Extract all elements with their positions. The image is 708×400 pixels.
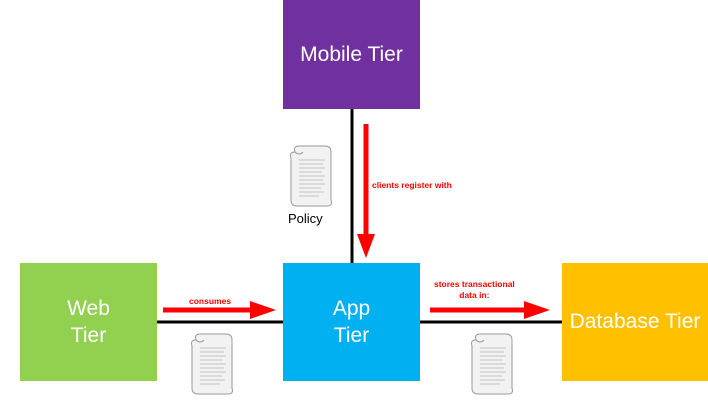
database-tier-label: Database Tier [569,310,701,334]
arrow-stores [430,301,550,319]
web-tier-box: Web Tier [20,263,157,381]
mobile-tier-box: Mobile Tier [283,0,420,109]
web-tier-label-line2: Tier [70,324,107,347]
web-tier-label-line1: Web [67,296,110,320]
policy-scroll-icon [290,145,332,207]
app-tier-box: App Tier [283,263,420,381]
mobile-tier-label: Mobile Tier [300,42,403,66]
database-tier-box: Database Tier [562,263,708,381]
consumes-label: consumes [189,296,232,306]
stores-transactional-label: stores transactional data in: [434,279,515,301]
policy-label: Policy [288,211,323,226]
clients-register-label: clients register with [372,180,452,190]
app-tier-label-line1: App [332,296,371,320]
stores-label-line1: stores transactional [434,279,515,289]
arrow-clients-register [357,124,375,258]
stores-label-line2: data in: [459,290,490,301]
policy-scroll-icon [191,333,233,395]
app-tier-label-line2: Tier [333,324,370,347]
arrow-consumes [163,301,276,319]
policy-scroll-icon [471,333,513,395]
